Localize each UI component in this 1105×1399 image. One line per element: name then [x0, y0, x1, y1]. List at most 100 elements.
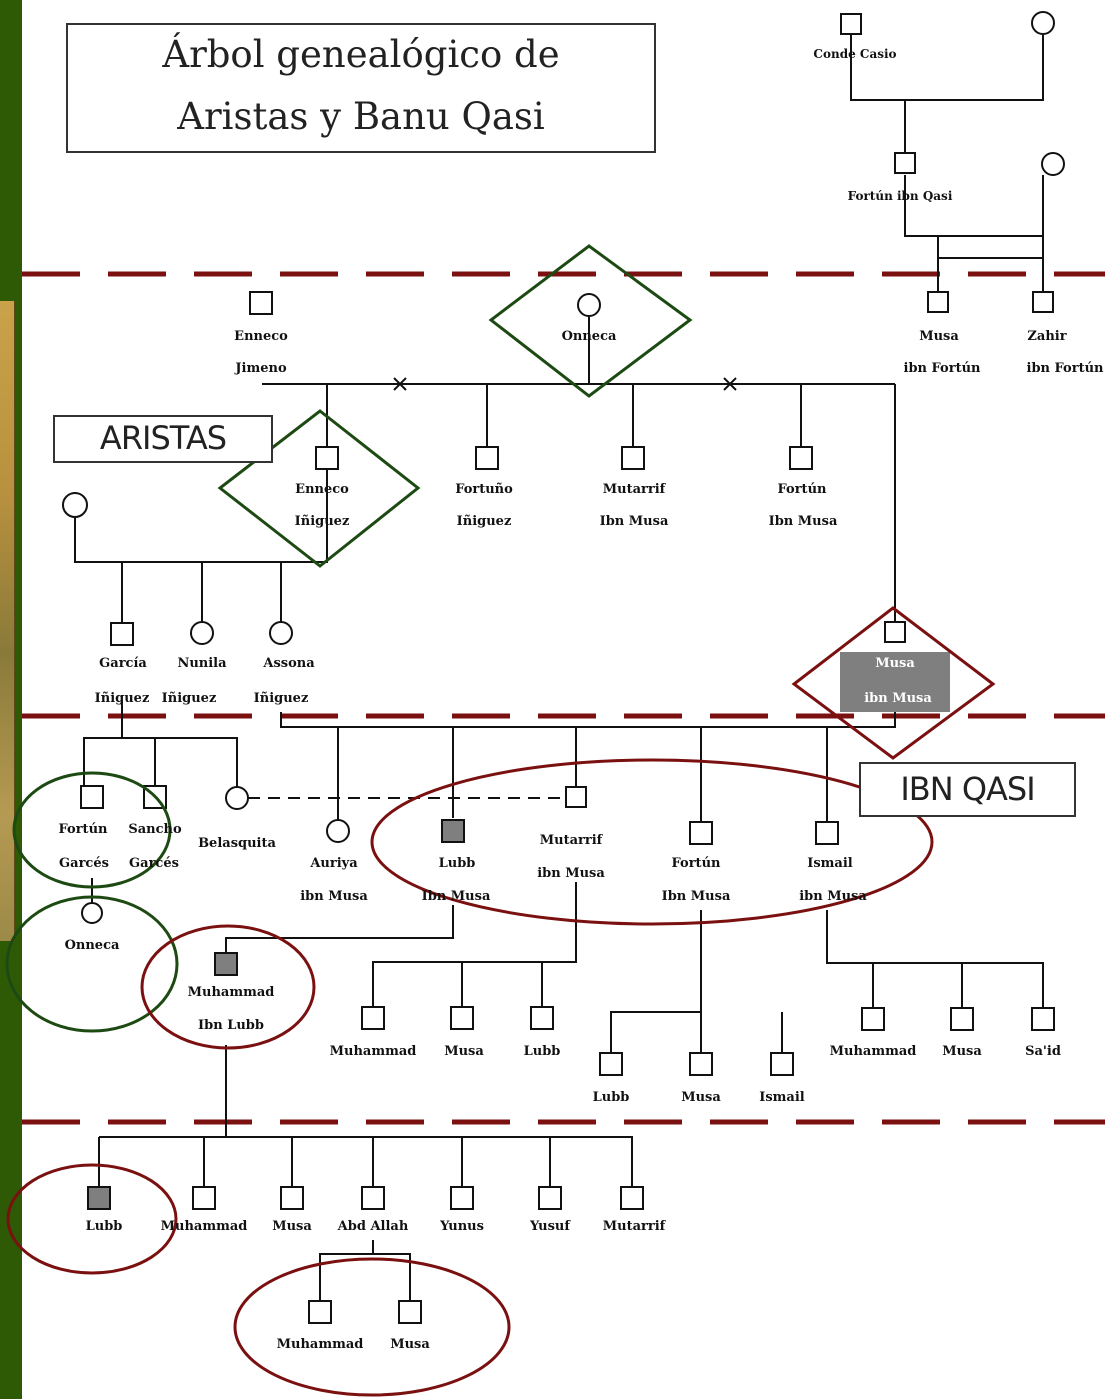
name-mut-son-musa: Musa — [444, 1044, 484, 1059]
male-ism-son-muhammad — [861, 1007, 885, 1031]
male-g-musa — [280, 1186, 304, 1210]
male-fortun-top — [789, 446, 813, 470]
red-ellipse-muhammad-musa — [233, 1257, 511, 1397]
male-g-lubb-highlight — [87, 1186, 111, 1210]
male-for-son-ismail — [770, 1052, 794, 1076]
name-fortun-mid-1: Fortún — [671, 856, 721, 871]
name-mutarrif-top-2: Ibn Musa — [599, 514, 669, 529]
section-label-aristas: ARISTAS — [53, 415, 273, 463]
name-fortuno-1: Fortuño — [455, 482, 513, 497]
male-ism-son-musa — [950, 1007, 974, 1031]
line-fortun-children — [610, 910, 783, 1052]
name-mutarrif-top-1: Mutarrif — [602, 482, 666, 497]
male-mut-son-muhammad — [361, 1006, 385, 1030]
name-auriya-1: Auriya — [310, 856, 358, 871]
male-mutarrif-top — [621, 446, 645, 470]
line-garcia-descendants — [83, 700, 238, 787]
name-sancho-1: Sancho — [128, 822, 182, 837]
male-enneco-jimeno — [249, 291, 273, 315]
line-abdallah-children — [319, 1240, 411, 1300]
female-enneco-wife — [62, 492, 88, 518]
name-musa-ibn-musa-1: Musa — [875, 656, 915, 671]
male-ismail — [815, 821, 839, 845]
name-muhammad-ibn-lubb-2: Ibn Lubb — [198, 1018, 264, 1033]
name-sancho-2: Garcés — [129, 856, 179, 871]
female-casio-wife — [1031, 11, 1055, 35]
name-enneco-jimeno-2: Jimeno — [235, 361, 287, 376]
name-mut-son-lubb: Lubb — [523, 1044, 561, 1059]
female-auriya — [326, 819, 350, 843]
red-ellipse-muhammad-ibn-lubb — [140, 924, 316, 1050]
name-assona-1: Assona — [263, 656, 315, 671]
name-ismail-1: Ismail — [807, 856, 853, 871]
name-fortun-top-1: Fortún — [777, 482, 827, 497]
name-musa-ibn-fortun-1: Musa — [919, 329, 959, 344]
name-fortun-top-2: Ibn Musa — [768, 514, 838, 529]
name-lubb-1: Lubb — [438, 856, 476, 871]
title-box: Árbol genealógico de Aristas y Banu Qasi — [66, 23, 656, 153]
side-photo-strip — [0, 301, 15, 941]
male-g-abdallah — [361, 1186, 385, 1210]
male-gg-muhammad — [308, 1300, 332, 1324]
male-for-son-musa — [689, 1052, 713, 1076]
name-enneco-iniguez-1: Enneco — [295, 482, 349, 497]
male-gg-musa — [398, 1300, 422, 1324]
name-for-son-lubb: Lubb — [592, 1090, 630, 1105]
male-g-muhammad — [192, 1186, 216, 1210]
female-symbols — [62, 11, 1065, 924]
male-mut-son-lubb — [530, 1006, 554, 1030]
male-fortun-ibn-qasi — [894, 152, 916, 174]
name-g-abdallah: Abd Allah — [337, 1219, 409, 1234]
musa-ibn-musa-label-bg — [840, 652, 950, 712]
line-enneco-iniguez-family — [74, 470, 328, 563]
highlighted-males — [87, 819, 465, 1210]
name-conde-casio: Conde Casio — [813, 47, 897, 61]
female-nunila — [190, 621, 214, 645]
name-ism-son-musa: Musa — [942, 1044, 982, 1059]
name-fortuno-2: Iñiguez — [456, 514, 512, 529]
name-nunila-1: Nunila — [177, 656, 227, 671]
name-belasquita: Belasquita — [198, 836, 276, 851]
name-musa-ibn-musa-2: ibn Musa — [864, 691, 932, 706]
connection-lines — [74, 35, 1044, 1300]
line-casio-couple — [850, 35, 1044, 101]
name-nunila-2: Iñiguez — [161, 691, 217, 706]
male-fortun-garces — [80, 785, 104, 809]
female-onneca-top — [577, 293, 601, 317]
line-fortun-couple — [904, 175, 1044, 237]
generation-separators — [22, 271, 1105, 1125]
male-ism-son-said — [1031, 1007, 1055, 1031]
name-ism-son-said: Sa'id — [1025, 1044, 1061, 1059]
male-g-yunus — [450, 1186, 474, 1210]
x-mark-2 — [723, 377, 737, 391]
male-mutarrif-mid — [565, 786, 587, 808]
name-gg-musa: Musa — [390, 1337, 430, 1352]
female-onneca-low — [81, 902, 103, 924]
green-ellipse-onneca — [5, 895, 179, 1033]
red-ellipse-lubb — [6, 1163, 178, 1275]
male-mut-son-musa — [450, 1006, 474, 1030]
section-label-ibn-qasi: IBN QASI — [859, 762, 1076, 817]
x-mark-1 — [393, 377, 407, 391]
name-fortun-ibn-qasi: Fortún ibn Qasi — [847, 189, 953, 203]
name-g-lubb: Lubb — [85, 1219, 123, 1234]
name-for-son-ismail: Ismail — [759, 1090, 805, 1105]
green-marks — [5, 244, 693, 1033]
male-lubb-highlight — [441, 819, 465, 843]
line-muhammad-ibn-lubb-children — [98, 1045, 633, 1186]
male-musa-ibn-fortun — [927, 291, 949, 313]
name-fortun-garces-1: Fortún — [58, 822, 108, 837]
name-ismail-2: ibn Musa — [799, 889, 867, 904]
title-line-2: Aristas y Banu Qasi — [177, 95, 545, 138]
name-fortun-mid-2: Ibn Musa — [661, 889, 731, 904]
male-g-mutarrif — [620, 1186, 644, 1210]
male-fortun-mid — [689, 821, 713, 845]
line-ismail-children — [826, 910, 1044, 1007]
name-zahir-2: ibn Fortún — [1026, 361, 1104, 376]
name-garcia-1: García — [99, 656, 147, 671]
male-muhammad-ibn-lubb-highlight — [214, 952, 238, 976]
name-enneco-iniguez-2: Iñiguez — [294, 514, 350, 529]
male-zahir — [1032, 291, 1054, 313]
name-fortun-garces-2: Garcés — [59, 856, 109, 871]
name-g-musa: Musa — [272, 1219, 312, 1234]
